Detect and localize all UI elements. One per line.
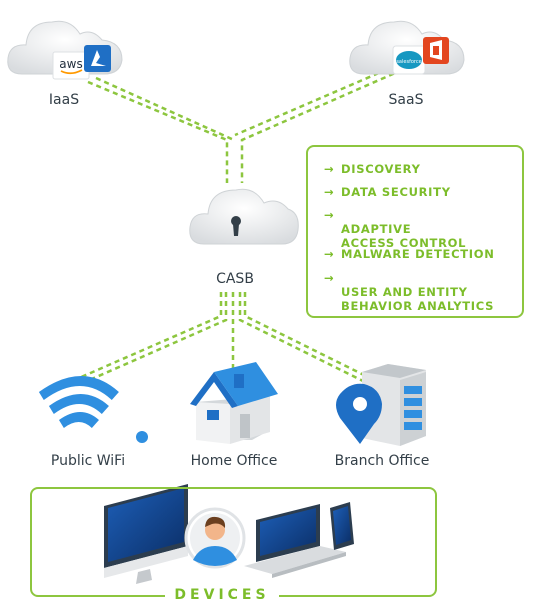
devices-box — [30, 487, 437, 597]
aws-logo-icon: aws — [52, 51, 90, 80]
casb-cloud-icon — [189, 188, 299, 245]
arrow-right-icon: → — [324, 208, 335, 222]
connector-casb-branch-2 — [243, 292, 371, 380]
feature-item-malware-detection: → MALWARE DETECTION — [324, 247, 495, 261]
lock-icon — [231, 216, 241, 236]
feature-item-ueba: → USER AND ENTITY BEHAVIOR ANALYTICS — [324, 271, 494, 313]
arrow-right-icon: → — [324, 185, 335, 199]
connector-iaas-casb-2 — [95, 76, 235, 142]
salesforce-logo-icon: salesforce — [392, 45, 426, 75]
user-avatar-icon — [184, 507, 246, 569]
feature-label: USER AND ENTITY BEHAVIOR ANALYTICS — [341, 285, 495, 313]
feature-label: DISCOVERY — [341, 162, 421, 176]
public-wifi-label: Public WiFi — [50, 453, 126, 469]
connector-lines — [78, 64, 403, 384]
arrow-right-icon: → — [324, 271, 335, 285]
connector-saas-casb-2 — [234, 64, 396, 137]
connector-casb-wifi-2 — [78, 292, 223, 380]
feature-label: ADAPTIVE ACCESS CONTROL — [341, 222, 467, 250]
location-pin-icon — [336, 383, 382, 444]
svg-text:salesforce: salesforce — [396, 59, 421, 65]
features-box: → DISCOVERY → DATA SECURITY → ADAPTIVE ACCE… — [306, 145, 524, 318]
arrow-right-icon: → — [324, 247, 335, 261]
office-icon — [423, 37, 449, 64]
feature-item-adaptive-access-control: → ADAPTIVE ACCESS CONTROL — [324, 208, 466, 250]
home-office-label: Home Office — [190, 453, 278, 469]
phone-icon — [330, 502, 354, 550]
svg-text:aws: aws — [59, 57, 82, 71]
azure-icon — [84, 45, 111, 72]
building-icon — [362, 364, 426, 446]
arrow-right-icon: → — [324, 162, 335, 176]
connector-iaas-casb — [87, 80, 229, 183]
feature-label: MALWARE DETECTION — [341, 247, 495, 261]
saas-label: SaaS — [388, 92, 424, 108]
connector-saas-casb — [240, 68, 403, 183]
iaas-label: IaaS — [48, 92, 80, 108]
feature-item-data-security: → DATA SECURITY — [324, 185, 451, 199]
connector-casb-branch — [238, 292, 366, 384]
feature-item-discovery: → DISCOVERY — [324, 162, 421, 176]
connector-casb-wifi — [84, 292, 228, 384]
laptop-icon — [244, 504, 346, 578]
branch-office-label: Branch Office — [334, 453, 430, 469]
house-icon — [190, 362, 278, 444]
wifi-icon — [38, 376, 148, 443]
desktop-monitor-icon — [104, 484, 188, 584]
casb-label: CASB — [216, 271, 254, 287]
devices-label: DEVICES — [165, 584, 279, 606]
feature-label: DATA SECURITY — [341, 185, 451, 199]
